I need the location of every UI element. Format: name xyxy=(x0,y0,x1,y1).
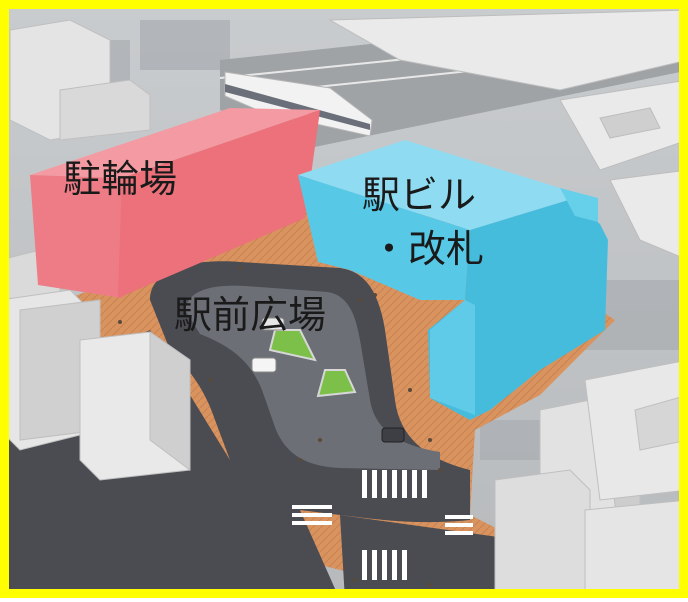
station-building-label: 駅ビル xyxy=(362,173,477,217)
green-islands xyxy=(268,329,357,398)
train xyxy=(224,71,373,137)
station-building-block xyxy=(298,140,608,420)
bicycle-parking-label: 駐輪場 xyxy=(63,157,178,201)
ticket-gate-label: ・改札 xyxy=(370,227,485,271)
context-buildings xyxy=(0,19,688,599)
platform-canopies xyxy=(328,9,688,261)
station-plaza-label: 駅前広場 xyxy=(174,293,327,337)
bicycle-parking-block xyxy=(30,108,320,298)
cars xyxy=(251,317,405,443)
